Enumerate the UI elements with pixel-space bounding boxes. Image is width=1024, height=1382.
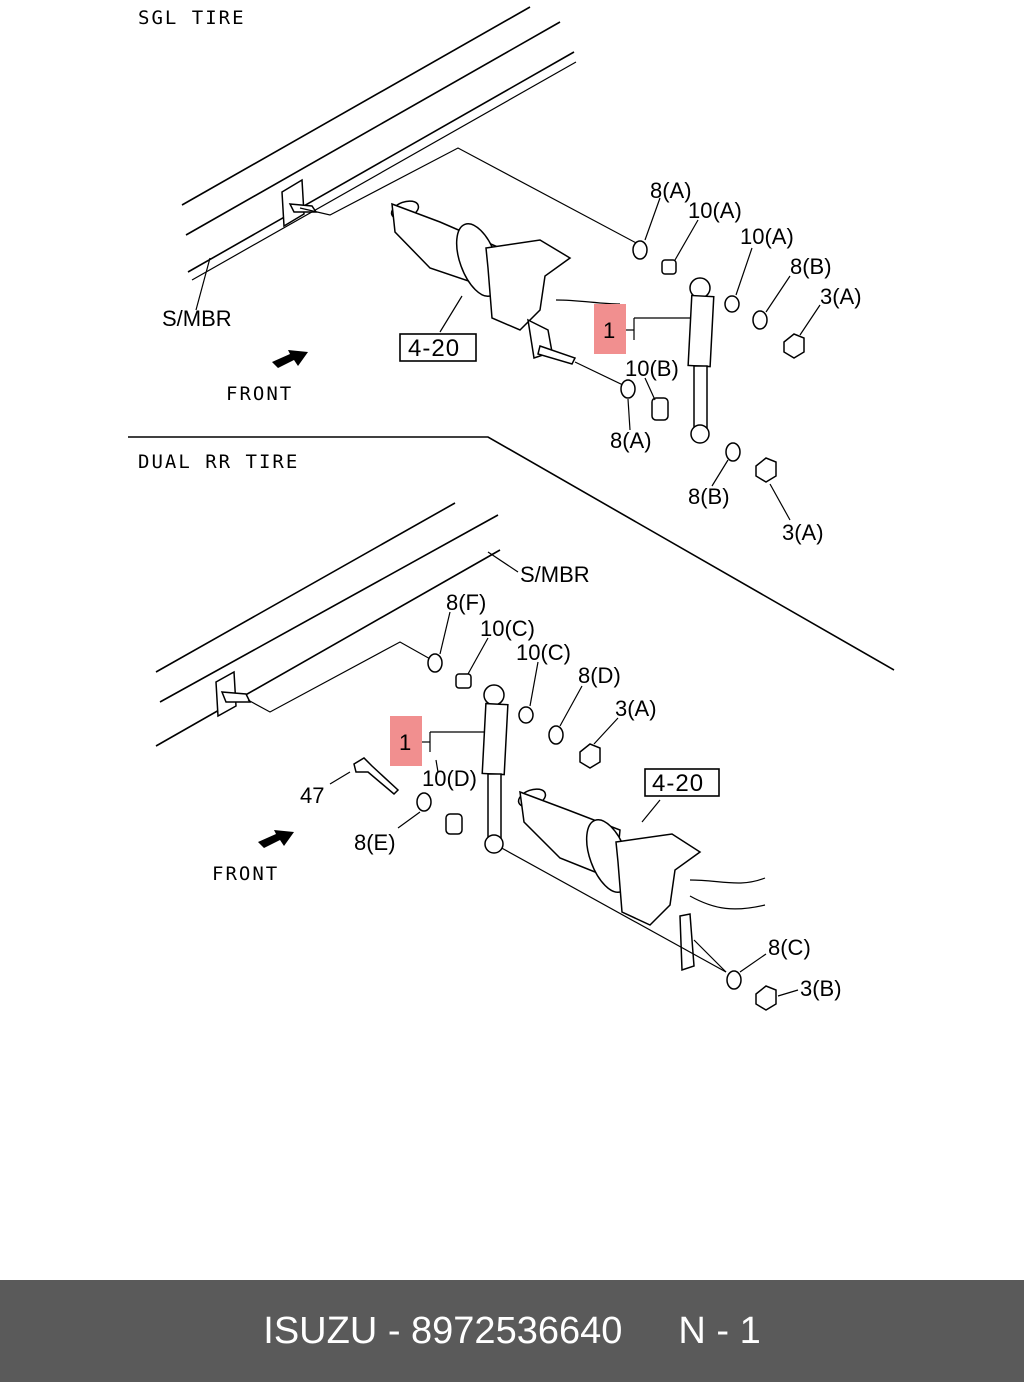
leader-line-frame-dual <box>247 641 433 713</box>
ref-box-4-20-dual <box>644 768 720 797</box>
shock-absorber-sgl[interactable] <box>687 277 715 444</box>
hardware-sgl <box>620 240 805 483</box>
smbr-label-sgl: S/MBR <box>162 306 232 331</box>
axle-housing-dual <box>517 788 766 972</box>
brand-part-number: ISUZU - 8972536640 <box>263 1309 623 1352</box>
front-label-dual: FRONT <box>212 863 279 885</box>
svg-text:47: 47 <box>300 783 324 808</box>
svg-text:10(D): 10(D) <box>422 766 477 791</box>
svg-text:3(A): 3(A) <box>615 696 657 721</box>
leader-line-frame-sgl <box>299 147 641 246</box>
highlight-callout-dual <box>390 716 422 766</box>
svg-text:3(B): 3(B) <box>800 976 842 1001</box>
highlight-label-sgl: 1 <box>603 318 615 343</box>
ref-box-label-sgl: 4-20 <box>408 335 460 362</box>
svg-text:8(F): 8(F) <box>446 590 486 615</box>
svg-text:10(C): 10(C) <box>516 640 571 665</box>
front-arrow-icon-dual <box>258 830 294 848</box>
highlight-callout-sgl <box>594 304 626 354</box>
hardware-dual <box>353 653 777 1011</box>
section-title-sgl: SGL TIRE <box>138 7 246 29</box>
diagram-position: N - 1 <box>678 1309 761 1352</box>
svg-text:10(B): 10(B) <box>625 356 679 381</box>
ref-box-label-dual: 4-20 <box>652 770 704 797</box>
side-member-frame-sgl <box>181 6 577 281</box>
svg-text:8(A): 8(A) <box>650 178 692 203</box>
svg-text:10(A): 10(A) <box>740 224 794 249</box>
svg-text:8(D): 8(D) <box>578 663 621 688</box>
svg-text:10(C): 10(C) <box>480 616 535 641</box>
svg-text:8(B): 8(B) <box>688 484 730 509</box>
svg-text:8(B): 8(B) <box>790 254 832 279</box>
callout-labels-sgl: 8(A) 10(A) 10(A) 8(B) 3(A) 10(B) 8(A) 8(… <box>610 178 862 545</box>
callout-leaders-dual <box>329 611 799 997</box>
callout-leaders-sgl <box>627 197 821 521</box>
ref-box-4-20-sgl <box>399 333 477 362</box>
svg-text:3(A): 3(A) <box>782 520 824 545</box>
svg-text:8(E): 8(E) <box>354 830 396 855</box>
svg-text:10(A): 10(A) <box>688 198 742 223</box>
svg-text:3(A): 3(A) <box>820 284 862 309</box>
front-label-sgl: FRONT <box>226 383 293 405</box>
callout-labels-dual: 8(F) 10(C) 10(C) 8(D) 3(A) 10(D) 47 8(E)… <box>300 590 842 1001</box>
front-arrow-icon-sgl <box>272 350 308 368</box>
parts-diagram: SGL TIRE S/MBR FRONT 4-20 1 <box>128 6 895 1011</box>
side-member-frame-dual <box>155 502 501 747</box>
footer-bar: ISUZU - 8972536640 N - 1 <box>0 1280 1024 1382</box>
smbr-label-dual: S/MBR <box>520 562 590 587</box>
highlight-label-dual: 1 <box>399 730 411 755</box>
axle-housing-sgl <box>390 200 621 365</box>
section-divider <box>128 436 895 671</box>
shock-absorber-dual[interactable] <box>481 684 509 854</box>
svg-text:8(A): 8(A) <box>610 428 652 453</box>
svg-text:8(C): 8(C) <box>768 935 811 960</box>
section-title-dual: DUAL RR TIRE <box>138 451 299 473</box>
